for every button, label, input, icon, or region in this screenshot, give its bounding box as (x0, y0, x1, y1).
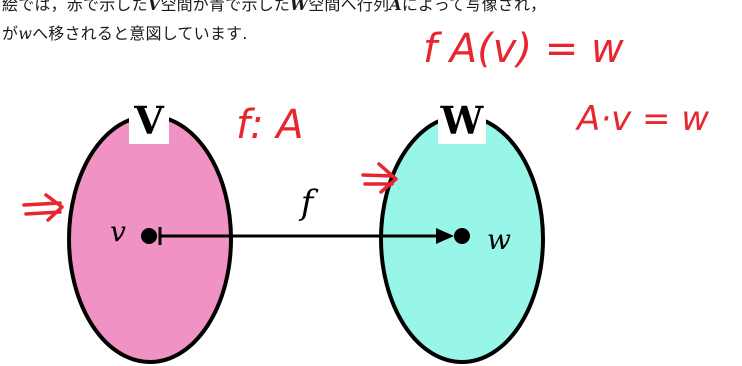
annotation-application: f A(v) = w (423, 26, 624, 72)
double-arrow-domain-icon (22, 193, 64, 222)
caption-math-w: W (290, 0, 309, 14)
caption-text: 絵では，赤で示した (2, 0, 148, 14)
caption-math-v: V (147, 0, 161, 14)
caption-text: へ移されると意図しています. (32, 24, 248, 43)
target-point-dot (454, 228, 470, 244)
caption-text: によって写像され， (401, 0, 547, 14)
caption-text: 空間が青で示した (160, 0, 291, 14)
domain-label-box (129, 100, 169, 144)
annotation-map-definition: f: A (236, 102, 304, 148)
double-arrow-codomain-icon (361, 162, 398, 194)
caption-math-a: A (389, 0, 402, 14)
codomain-label: W (440, 98, 485, 143)
codomain-label-box (438, 100, 486, 144)
annotation-product: A·v = w (575, 99, 709, 139)
caption-line-1: 絵では，赤で示したV空間が青で示したW空間へ行列Aによって写像され， (2, 0, 546, 15)
caption-line-2: がwへ移されると意図しています. (2, 20, 248, 44)
map-label: f (298, 183, 319, 223)
caption-text: 空間へ行列 (308, 0, 390, 14)
annotation-application-text: f A(v) = w (423, 26, 624, 72)
caption-text: が (2, 24, 19, 43)
source-point-label: v (110, 215, 126, 248)
annotation-product-text: A·v = w (575, 99, 709, 139)
caption-math-w: w (18, 24, 33, 43)
target-point-label: w (487, 223, 511, 256)
domain-label: V (133, 98, 165, 143)
annotation-map-text: f: A (236, 102, 304, 148)
map-arrow-head (436, 228, 454, 244)
source-point-dot (141, 228, 157, 244)
